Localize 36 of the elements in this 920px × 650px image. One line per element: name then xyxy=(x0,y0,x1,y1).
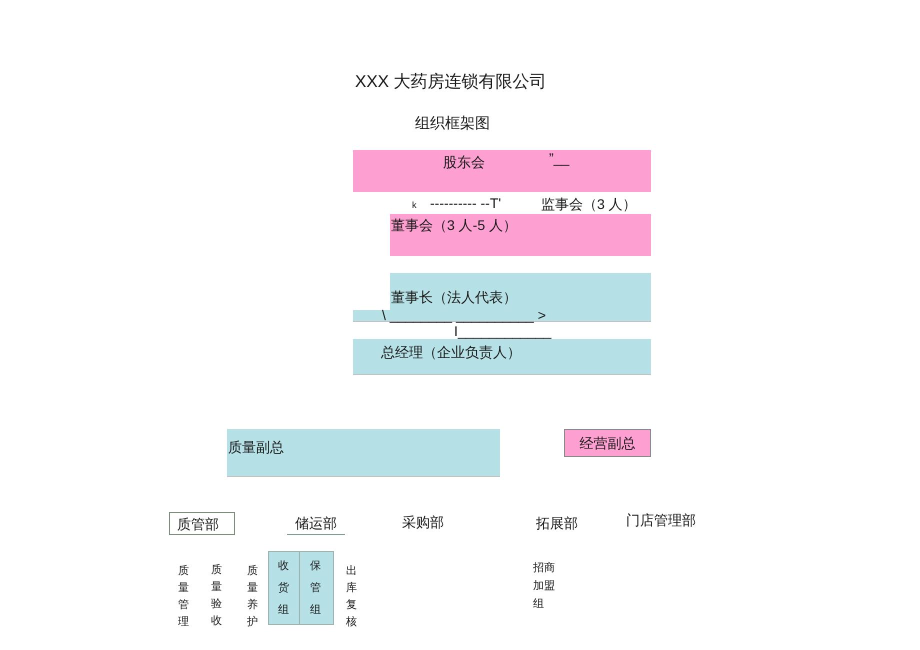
box-label: 经营副总 xyxy=(580,435,636,451)
org-box xyxy=(390,214,651,256)
group-label: 质量养护 xyxy=(247,564,259,630)
box-label: ”__ xyxy=(549,150,570,166)
box-label: 股东会 xyxy=(443,154,485,170)
dept-box xyxy=(169,512,235,535)
org-box xyxy=(353,339,651,375)
box-label: 质量副总 xyxy=(228,439,284,455)
group-cell xyxy=(300,551,334,625)
group-label: 收货组 xyxy=(278,559,290,618)
box-label: 董事长（法人代表） xyxy=(391,289,517,305)
title: XXX 大药房连锁有限公司 xyxy=(355,72,547,92)
dept-label: 储运部 xyxy=(287,515,345,535)
org-box xyxy=(353,150,651,192)
subtitle: 组织框架图 xyxy=(415,116,490,132)
group-label: 质量验收 xyxy=(211,563,223,629)
group-cell xyxy=(268,551,300,625)
underscore-text: I____________ xyxy=(454,325,552,338)
org-box xyxy=(353,310,390,322)
group-label: 保管组 xyxy=(310,559,322,618)
org-label: 监事会（3 人） xyxy=(541,196,637,212)
org-box xyxy=(564,429,651,457)
group-label: 质量管理 xyxy=(178,564,190,630)
org-box xyxy=(390,273,651,322)
stray-text: k xyxy=(412,199,416,212)
dept-label: 采购部 xyxy=(402,514,444,530)
box-label: 质管部 xyxy=(177,516,219,532)
dept-label: 拓展部 xyxy=(536,515,578,531)
underscore-text: \ ________ __________ > xyxy=(382,309,546,322)
org-box xyxy=(227,429,500,477)
dept-label: 门店管理部 xyxy=(626,512,696,528)
stray-text: ---------- --T' xyxy=(430,195,502,211)
group-label: 出库复核 xyxy=(346,564,358,630)
box-label: 总经理（企业负责人） xyxy=(381,344,521,360)
group-label: 招商加盟组 xyxy=(533,560,556,612)
box-label: 董事会（3 人-5 人） xyxy=(391,217,518,233)
